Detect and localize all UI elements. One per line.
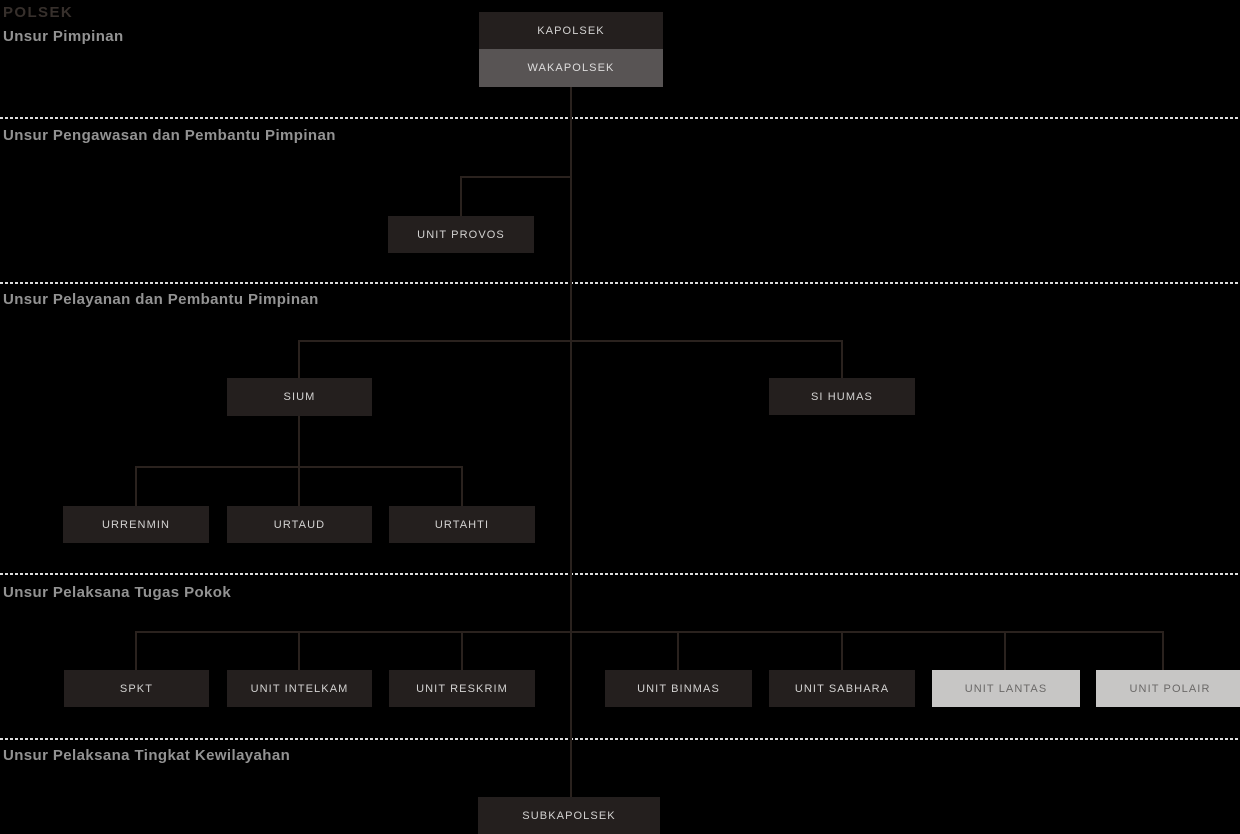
node-wakapolsek: WAKAPOLSEK — [479, 49, 663, 87]
connector-sium-stem — [298, 415, 300, 467]
connector-urtaud-drop — [298, 466, 300, 506]
node-unit-polair: UNIT POLAIR — [1096, 670, 1240, 707]
connector-urrenmin-drop — [135, 466, 137, 506]
section-heading-kewilayahan: Unsur Pelaksana Tingkat Kewilayahan — [3, 747, 291, 764]
node-urrenmin: URRENMIN — [63, 506, 209, 543]
section-heading-pelayanan: Unsur Pelayanan dan Pembantu Pimpinan — [3, 291, 319, 308]
node-sium: SIUM — [227, 378, 372, 416]
section-divider-2 — [0, 282, 1240, 284]
connector-sium-drop — [298, 340, 300, 378]
connector-sihumas-drop — [841, 340, 843, 378]
connector-pelayanan-horizontal — [298, 340, 843, 342]
node-unit-reskrim: UNIT RESKRIM — [389, 670, 535, 707]
connector-provos-drop — [460, 176, 462, 216]
connector-lantas-drop — [1004, 631, 1006, 670]
section-heading-tugas-pokok: Unsur Pelaksana Tugas Pokok — [3, 584, 232, 601]
section-divider-3 — [0, 573, 1240, 575]
connector-tugas-pokok-horizontal — [135, 631, 1164, 633]
section-heading-pimpinan: Unsur Pimpinan — [3, 28, 124, 45]
node-subkapolsek: SUBKAPOLSEK — [478, 797, 660, 834]
node-spkt: SPKT — [64, 670, 209, 707]
connector-reskrim-drop — [461, 631, 463, 670]
node-unit-intelkam: UNIT INTELKAM — [227, 670, 372, 707]
node-unit-lantas: UNIT LANTAS — [932, 670, 1080, 707]
section-divider-1 — [0, 117, 1240, 119]
section-divider-4 — [0, 738, 1240, 740]
node-unit-sabhara: UNIT SABHARA — [769, 670, 915, 707]
connector-spkt-drop — [135, 631, 137, 670]
node-kapolsek: KAPOLSEK — [479, 12, 663, 49]
node-unit-binmas: UNIT BINMAS — [605, 670, 752, 707]
node-urtaud: URTAUD — [227, 506, 372, 543]
section-heading-pengawasan: Unsur Pengawasan dan Pembantu Pimpinan — [3, 127, 336, 144]
connector-intelkam-drop — [298, 631, 300, 670]
node-si-humas: SI HUMAS — [769, 378, 915, 415]
connector-binmas-drop — [677, 631, 679, 670]
connector-sabhara-drop — [841, 631, 843, 670]
connector-main-vertical — [570, 87, 572, 798]
connector-polair-drop — [1162, 631, 1164, 670]
node-unit-provos: UNIT PROVOS — [388, 216, 534, 253]
connector-provos-horizontal — [461, 176, 571, 178]
connector-urtahti-drop — [461, 466, 463, 506]
node-urtahti: URTAHTI — [389, 506, 535, 543]
page-title: POLSEK — [3, 4, 74, 21]
